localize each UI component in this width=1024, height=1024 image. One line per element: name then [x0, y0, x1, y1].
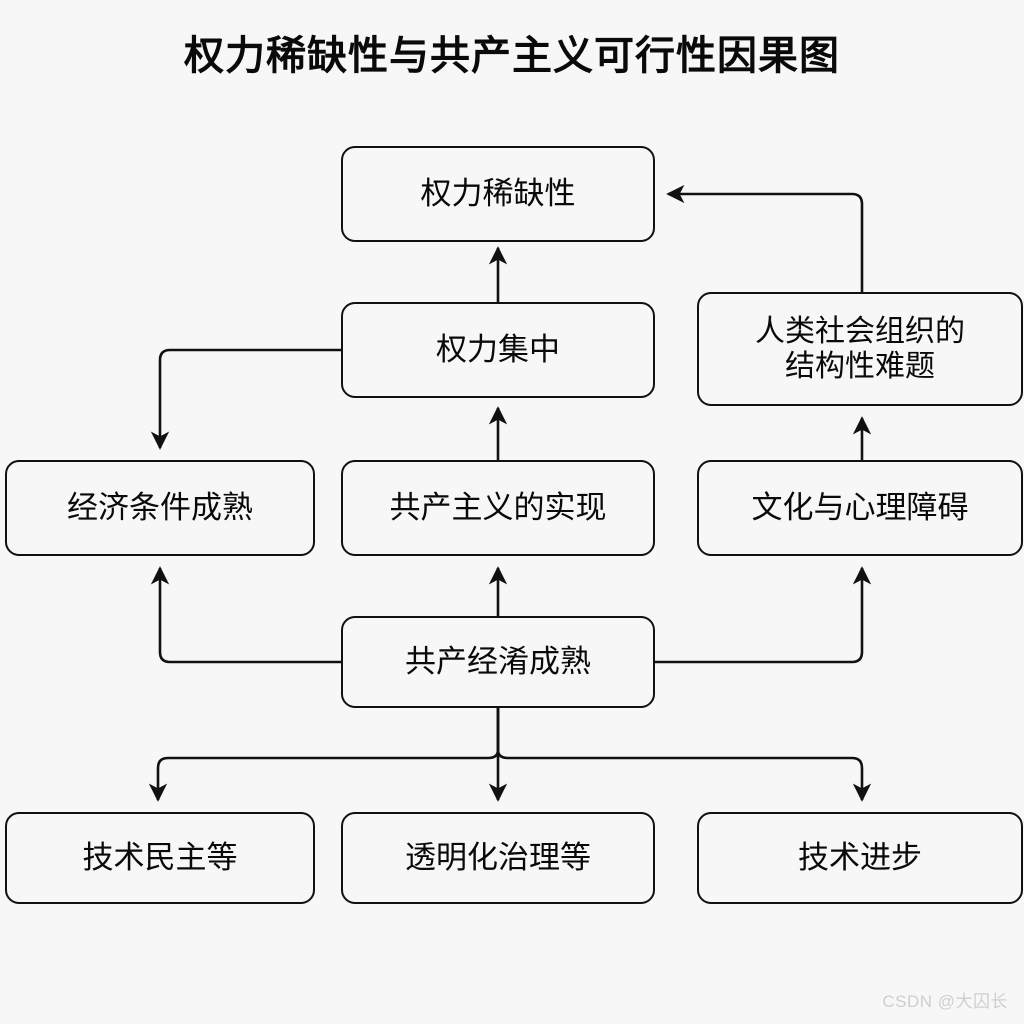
node-cultural-barrier-label: 文化与心理障碍: [751, 489, 969, 525]
node-economic-conditions[interactable]: 经济条件成熟: [5, 460, 315, 556]
node-cultural-barrier[interactable]: 文化与心理障碍: [697, 460, 1023, 556]
node-tech-progress-label: 技术进步: [798, 839, 922, 875]
edge-communist-economy-to-tech-progress: [496, 708, 872, 802]
node-economic-conditions-label: 经济条件成熟: [67, 489, 253, 525]
edge-communist-economy-to-economic-conditions: [150, 566, 341, 664]
page-title: 权力稀缺性与共产主义可行性因果图: [184, 34, 840, 78]
node-power-concentration-label: 权力集中: [436, 331, 560, 367]
node-tech-progress[interactable]: 技术进步: [697, 812, 1023, 904]
watermark: CSDN @大囚长: [882, 992, 1008, 1011]
node-communism-realization-label: 共产主义的实现: [389, 489, 607, 525]
node-tech-democracy[interactable]: 技术民主等: [5, 812, 315, 904]
edge-power-concentration-to-economic-conditions: [150, 348, 341, 450]
node-structural-dilemma[interactable]: 人类社会组织的 结构性难题: [697, 292, 1023, 406]
edge-communist-economy-to-cultural-barrier: [655, 566, 872, 664]
edge-communist-economy-to-tech-democracy: [148, 708, 500, 802]
edge-structural-dilemma-to-power-scarcity: [666, 184, 864, 292]
node-tech-democracy-label: 技术民主等: [82, 839, 238, 875]
node-communism-realization[interactable]: 共产主义的实现: [341, 460, 655, 556]
node-transparent-governance-label: 透明化治理等: [405, 839, 591, 875]
node-communist-economy-label: 共产经淆成熟: [405, 643, 591, 679]
node-power-scarcity-label: 权力稀缺性: [420, 175, 576, 211]
node-power-concentration[interactable]: 权力集中: [341, 302, 655, 398]
node-transparent-governance[interactable]: 透明化治理等: [341, 812, 655, 904]
node-communist-economy[interactable]: 共产经淆成熟: [341, 616, 655, 708]
node-structural-dilemma-label: 人类社会组织的 结构性难题: [755, 314, 965, 383]
node-power-scarcity[interactable]: 权力稀缺性: [341, 146, 655, 242]
